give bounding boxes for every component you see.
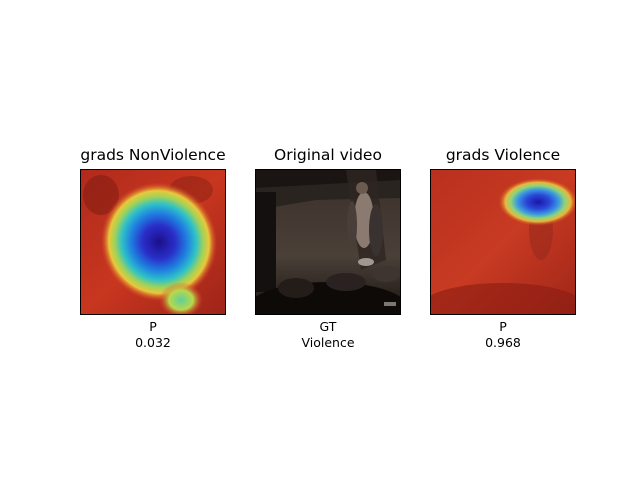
gradcam-heatmap-violence-image (430, 169, 576, 315)
caption-value: 0.032 (135, 335, 171, 350)
caption-label: GT (319, 319, 337, 334)
video-frame-image (255, 169, 401, 315)
panel-title: grads NonViolence (80, 146, 226, 164)
caption-label: P (499, 319, 507, 334)
gradcam-heatmap-nonviolence-image (80, 169, 226, 315)
caption-label: P (149, 319, 157, 334)
caption-value: 0.968 (485, 335, 521, 350)
caption-value: Violence (301, 335, 355, 350)
panel-title: grads Violence (445, 146, 561, 164)
prediction-caption: P 0.968 (413, 319, 593, 351)
ground-truth-caption: GT Violence (238, 319, 418, 351)
prediction-caption: P 0.032 (63, 319, 243, 351)
panel-title: Original video (274, 146, 382, 164)
